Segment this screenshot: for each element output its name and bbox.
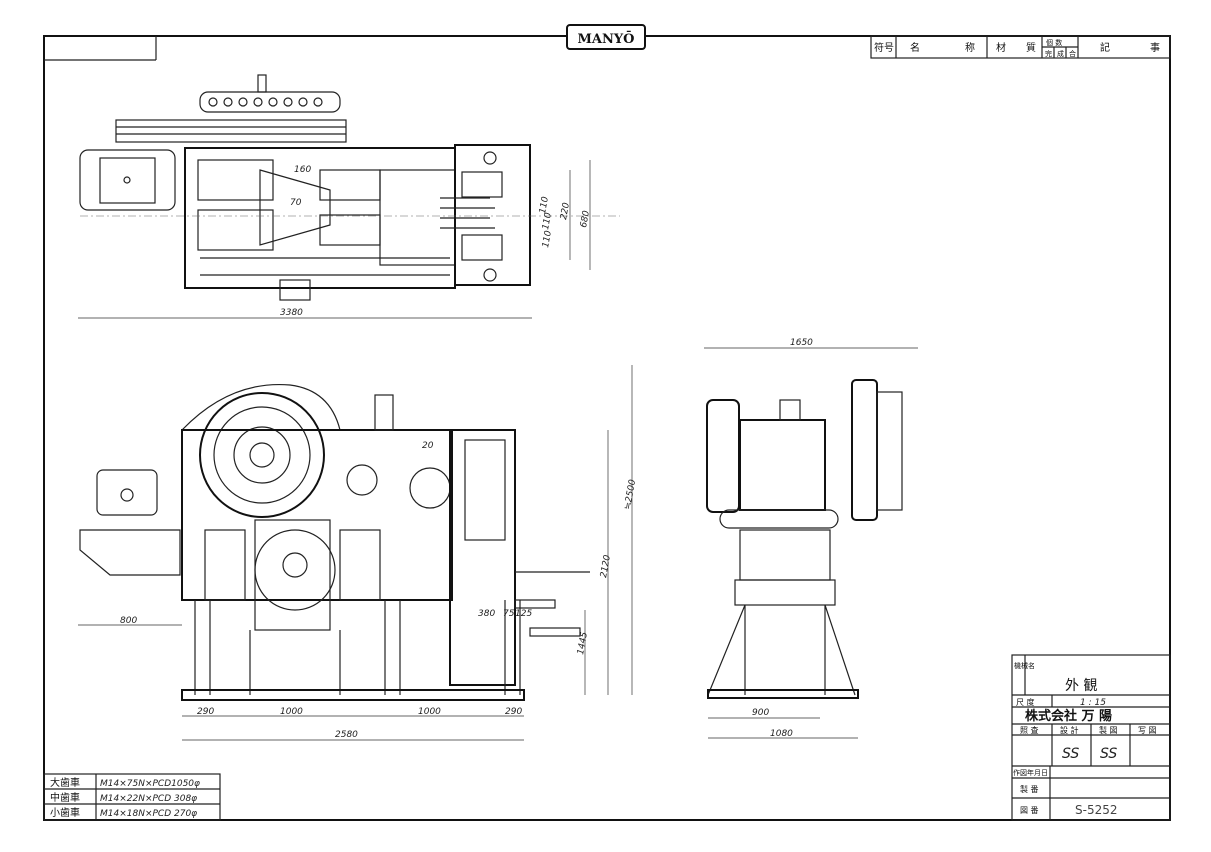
svg-text:20: 20	[422, 441, 434, 451]
parts-list-header: 符号 名 称 材 質 個 数 完 成 合 記 事	[870, 35, 1171, 59]
svg-text:220: 220	[559, 202, 572, 221]
svg-text:SS: SS	[1062, 746, 1079, 762]
svg-text:110: 110	[538, 196, 551, 215]
svg-text:機械名: 機械名	[1014, 661, 1035, 670]
svg-text:個 数: 個 数	[1046, 38, 1062, 47]
svg-text:名: 名	[910, 41, 920, 54]
svg-text:1650: 1650	[790, 338, 813, 348]
svg-text:S-5252: S-5252	[1075, 803, 1118, 817]
svg-text:1000: 1000	[418, 707, 441, 717]
svg-text:図 番: 図 番	[1020, 805, 1039, 815]
drawing-border	[43, 35, 1171, 821]
svg-text:尺 度: 尺 度	[1016, 697, 1035, 707]
svg-text:290: 290	[197, 707, 214, 717]
svg-text:125: 125	[515, 609, 532, 619]
svg-text:事: 事	[1150, 41, 1160, 54]
svg-text:M14×18N×PCD 270φ: M14×18N×PCD 270φ	[100, 809, 197, 819]
svg-text:1 : 15: 1 : 15	[1080, 698, 1106, 708]
front-view: 800 2120 1445 ≒2500 380 75 125 20 290 10…	[78, 365, 638, 741]
title-block: 機械名 外 観 尺 度 1 : 15 株式会社 万 陽 照 査 設 計 製 図 …	[1011, 654, 1171, 821]
svg-text:記: 記	[1100, 41, 1110, 54]
svg-text:110: 110	[541, 212, 554, 231]
plan-view: 3380 160 70 110 110 110 220 680	[78, 74, 620, 319]
svg-text:2120: 2120	[599, 554, 613, 579]
svg-text:大歯車: 大歯車	[50, 776, 80, 789]
gear-spec-table: 大歯車 M14×75N×PCD1050φ 中歯車 M14×22N×PCD 308…	[43, 773, 221, 821]
svg-text:380: 380	[478, 609, 495, 619]
svg-text:作図年月日: 作図年月日	[1013, 768, 1048, 777]
svg-text:680: 680	[579, 210, 592, 229]
svg-text:符号: 符号	[874, 41, 894, 54]
svg-text:M14×75N×PCD1050φ: M14×75N×PCD1050φ	[100, 779, 200, 789]
svg-text:2580: 2580	[335, 730, 358, 740]
manyo-logo: MANYŌ	[566, 24, 646, 50]
svg-text:小歯車: 小歯車	[50, 806, 80, 819]
svg-text:合: 合	[1069, 49, 1076, 58]
svg-text:3380: 3380	[280, 308, 303, 318]
svg-text:写 図: 写 図	[1138, 726, 1157, 735]
svg-text:中歯車: 中歯車	[50, 791, 80, 804]
svg-text:1445: 1445	[576, 631, 590, 656]
svg-text:称: 称	[965, 41, 975, 54]
svg-text:75: 75	[503, 609, 515, 619]
svg-text:成: 成	[1057, 49, 1064, 58]
svg-text:110: 110	[541, 230, 554, 249]
svg-text:MANYŌ: MANYŌ	[578, 31, 635, 47]
svg-text:SS: SS	[1100, 746, 1117, 762]
svg-text:質: 質	[1026, 41, 1036, 54]
svg-text:M14×22N×PCD 308φ: M14×22N×PCD 308φ	[100, 794, 197, 804]
svg-text:70: 70	[290, 198, 302, 208]
svg-text:照 査: 照 査	[1020, 725, 1039, 735]
svg-text:設 計: 設 計	[1060, 725, 1079, 735]
side-view: 1650 900 1080	[704, 338, 918, 739]
svg-text:900: 900	[752, 708, 769, 718]
svg-text:≒2500: ≒2500	[623, 479, 638, 511]
svg-text:製 番: 製 番	[1020, 784, 1039, 794]
svg-text:1080: 1080	[770, 729, 793, 739]
svg-text:外 観: 外 観	[1065, 677, 1097, 694]
svg-text:株式会社 万 陽: 株式会社 万 陽	[1025, 708, 1112, 724]
svg-text:1000: 1000	[280, 707, 303, 717]
svg-text:800: 800	[120, 616, 137, 626]
svg-text:290: 290	[505, 707, 522, 717]
svg-text:製 図: 製 図	[1099, 725, 1118, 735]
svg-text:完: 完	[1045, 49, 1052, 58]
svg-text:材: 材	[996, 41, 1006, 54]
svg-text:160: 160	[294, 165, 311, 175]
